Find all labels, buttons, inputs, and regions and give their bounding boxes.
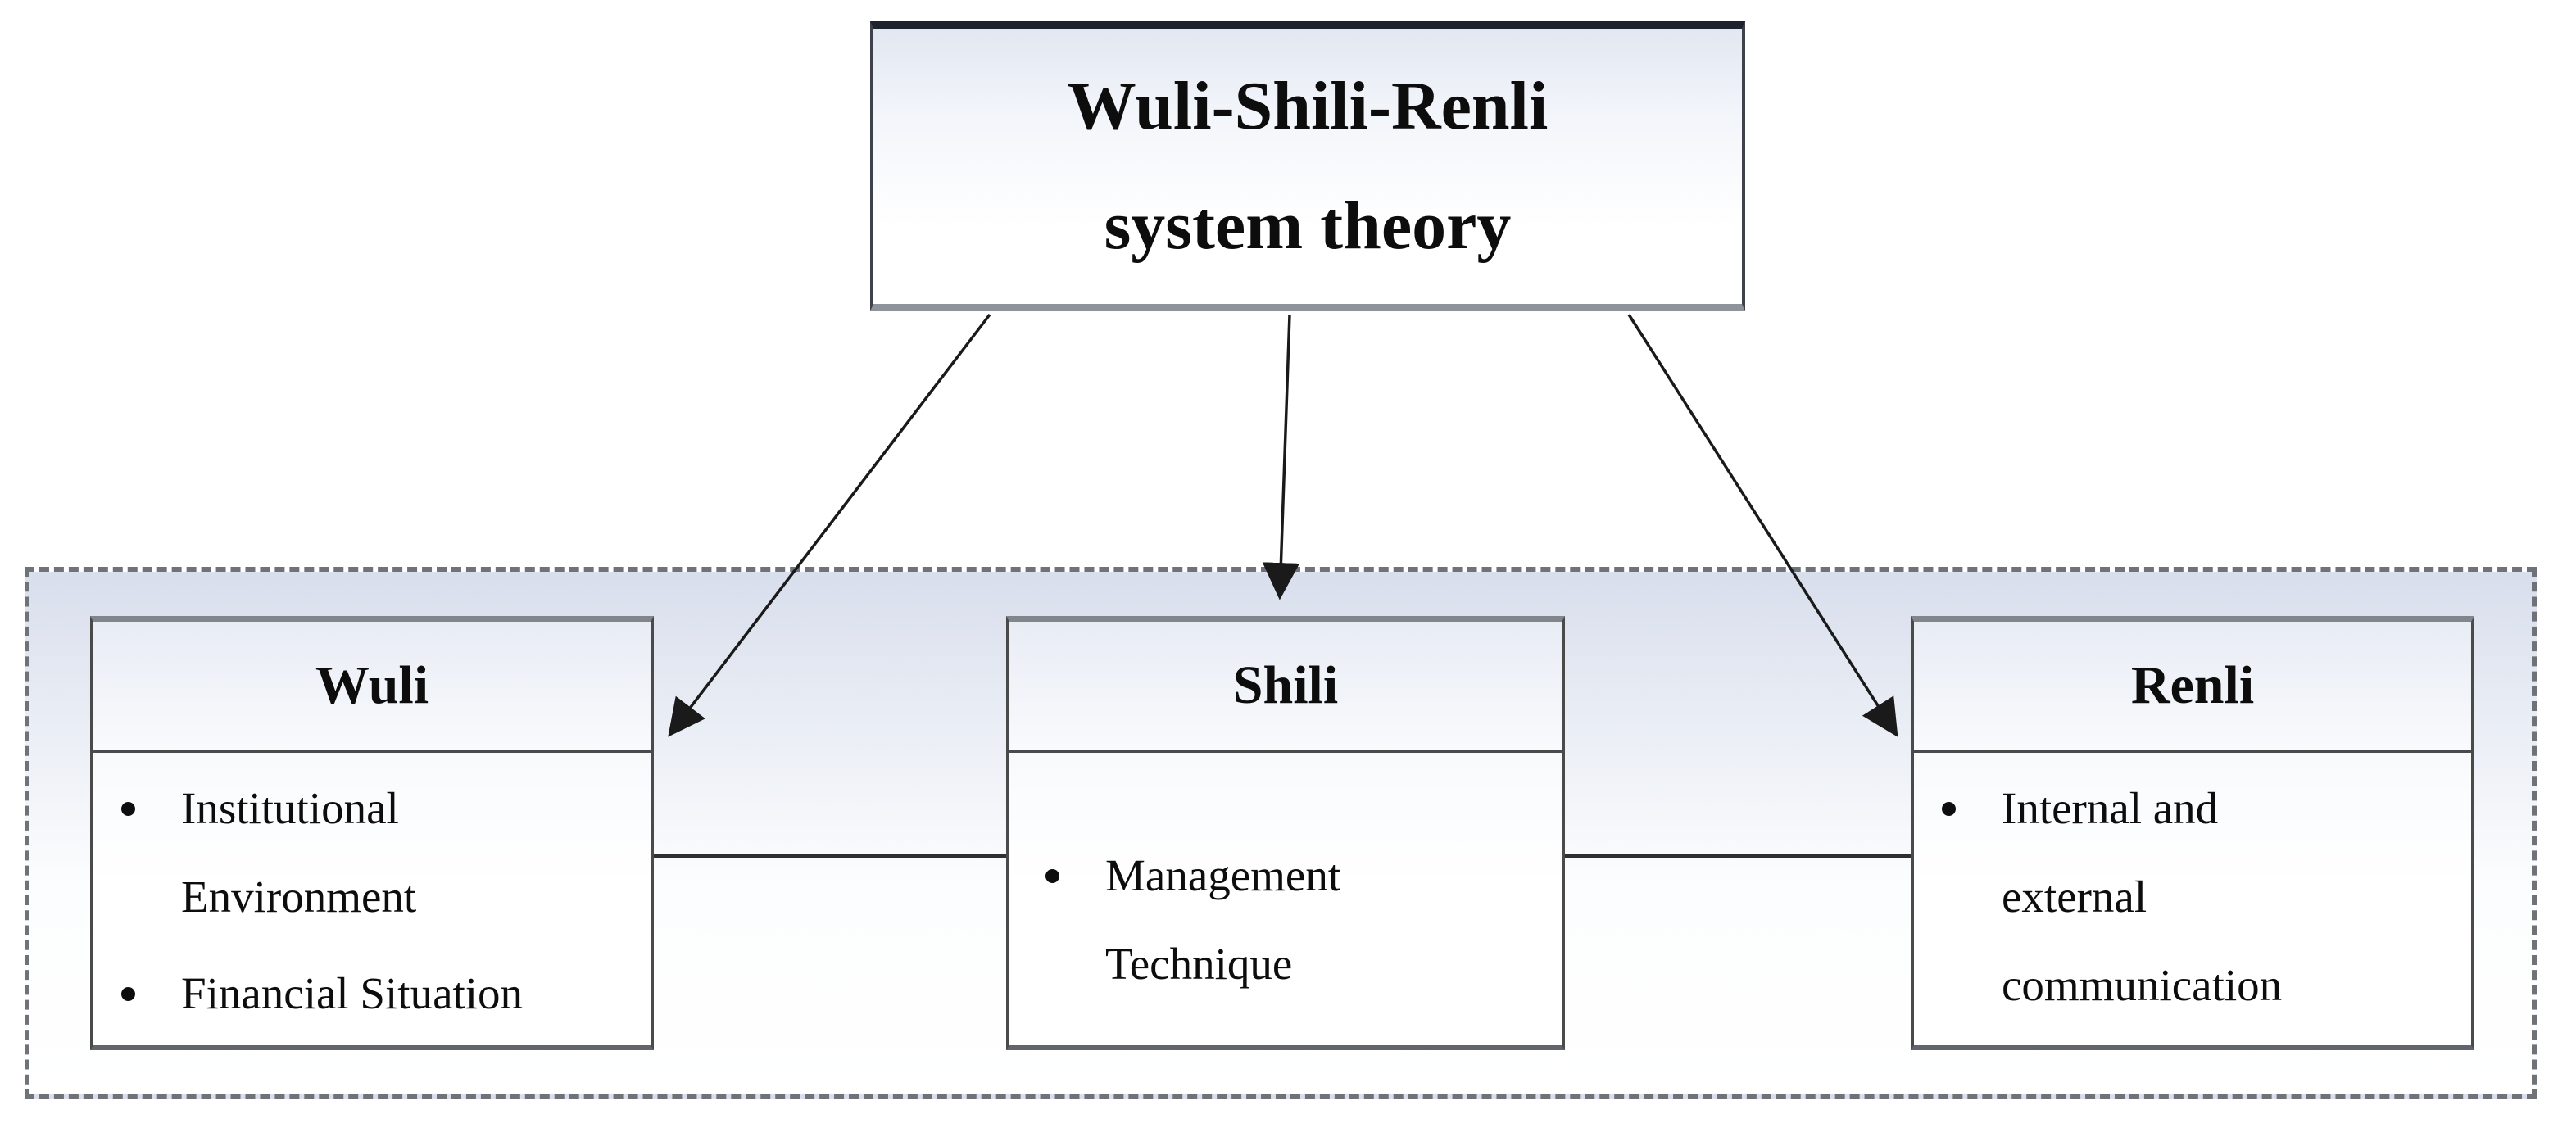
list-item: Institutional Environment <box>121 764 644 941</box>
bullet-dot-icon <box>1942 802 1956 816</box>
renli-box: Renli Internal and external communicatio… <box>1911 616 2474 1050</box>
wuli-item-2: Financial Situation <box>181 968 524 1018</box>
wuli-box-title: Wuli <box>93 622 651 753</box>
shili-box-title: Shili <box>1009 622 1562 753</box>
bullet-dot-icon <box>1045 869 1059 883</box>
shili-box-body: Management Technique <box>1009 753 1562 1045</box>
title-line-2: system theory <box>1104 188 1512 264</box>
renli-item-1: Internal and external communication <box>2002 783 2283 1010</box>
wuli-box: Wuli Institutional Environment Financial… <box>90 616 654 1050</box>
wuli-box-body: Institutional Environment Financial Situ… <box>93 753 651 1045</box>
wuli-item-1: Institutional Environment <box>181 783 417 922</box>
renli-item-list: Internal and external communication <box>1942 764 2465 1030</box>
renli-box-title: Renli <box>1914 622 2471 753</box>
list-item: Financial Situation <box>121 949 644 1038</box>
bullet-dot-icon <box>121 987 135 1001</box>
renli-box-body: Internal and external communication <box>1914 753 2471 1045</box>
title-to-shili-arrow <box>1262 314 1300 600</box>
shili-item-list: Management Technique <box>1045 831 1555 1008</box>
title-line-1: Wuli-Shili-Renli <box>1067 68 1549 144</box>
list-item: Management Technique <box>1045 831 1555 1008</box>
wuli-item-list: Institutional Environment Financial Situ… <box>121 764 644 1038</box>
list-item: Internal and external communication <box>1942 764 2465 1030</box>
title-box: Wuli-Shili-Renli system theory <box>870 21 1745 311</box>
shili-box: Shili Management Technique <box>1006 616 1565 1050</box>
shili-item-1: Management Technique <box>1105 850 1341 989</box>
bullet-dot-icon <box>121 802 135 816</box>
